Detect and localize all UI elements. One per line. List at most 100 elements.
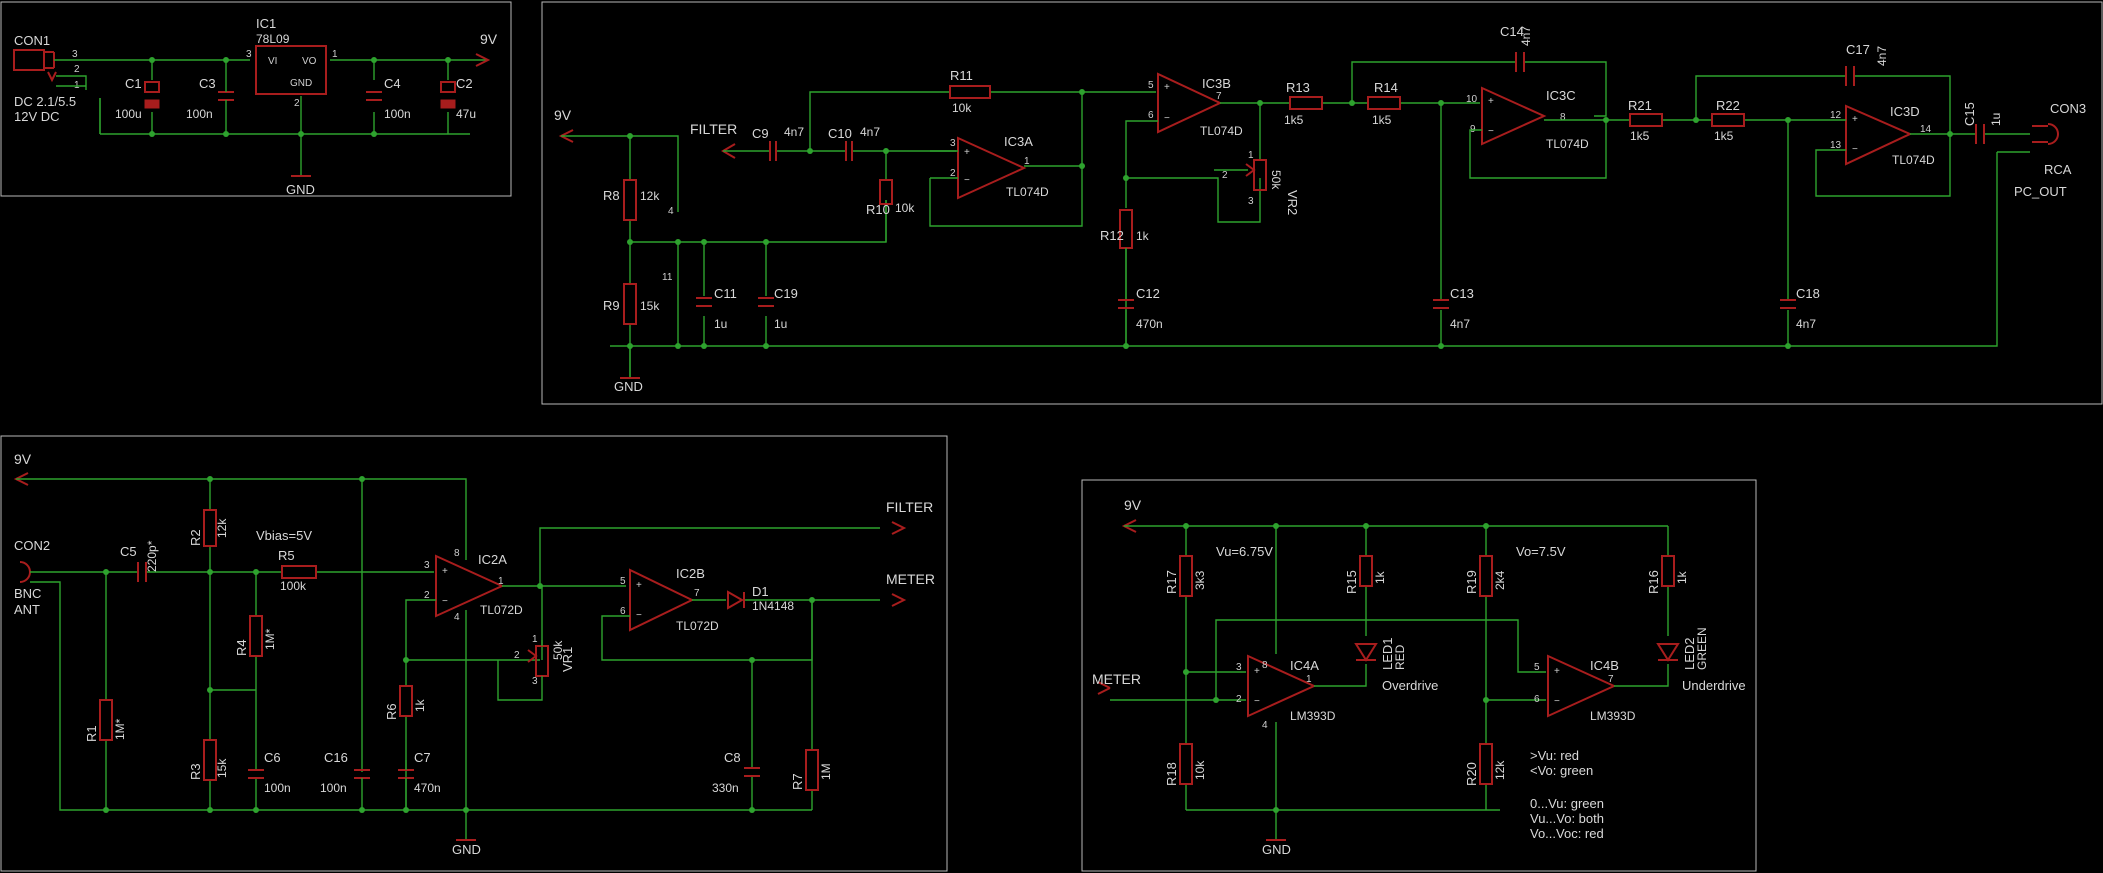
c11-value: 1u: [714, 317, 727, 331]
ic4a-value: LM393D: [1290, 709, 1336, 723]
c15-capacitor: [1975, 124, 1985, 144]
meter-frame: [1081, 479, 1757, 872]
r10-label: R10: [866, 202, 890, 217]
ic3b-pin5: 5: [1148, 80, 1154, 91]
r5-resistor: [281, 565, 317, 579]
c17-label: C17: [1846, 42, 1870, 57]
c12-value: 470n: [1136, 317, 1163, 331]
r20-value: 12k: [1493, 760, 1507, 780]
vbias-label: Vbias=5V: [256, 528, 312, 543]
power-9v-label: 9V: [480, 31, 498, 47]
r11-label: R11: [950, 68, 973, 83]
ic4b-label: IC4B: [1590, 658, 1619, 673]
vr1-pin1: 1: [532, 634, 538, 645]
ic4b-value: LM393D: [1590, 709, 1636, 723]
c15-label: C15: [1962, 102, 1977, 126]
r9-value: 15k: [640, 299, 660, 313]
c14-capacitor: [1515, 52, 1525, 72]
ic2a-pin2: 2: [424, 590, 430, 601]
svg-text:−: −: [636, 610, 642, 621]
r9-resistor: [623, 283, 637, 325]
vr1-pin3: 3: [532, 676, 538, 687]
note-1: >Vu: red: [1530, 748, 1579, 763]
r11-value: 10k: [952, 101, 972, 115]
r18-resistor: [1179, 743, 1193, 785]
ic1-label: IC1: [256, 16, 276, 31]
meter-section: 9V Vu=6.75V Vo=7.5V R17 3k3 R18 10k METE…: [1081, 479, 1757, 872]
con1-label: CON1: [14, 33, 50, 48]
c6-label: C6: [264, 750, 281, 765]
r12-value: 1k: [1136, 229, 1150, 243]
ic4a-label: IC4A: [1290, 658, 1319, 673]
ic1-vo: VO: [302, 56, 317, 67]
ic4b-pin6: 6: [1534, 694, 1540, 705]
r7-resistor: [805, 749, 819, 791]
ic2a-value: TL072D: [480, 603, 523, 617]
ic1-pin3: 3: [246, 49, 252, 60]
con1-pin3: 3: [72, 49, 78, 60]
vr1-pin2: 2: [514, 650, 520, 661]
con3-rca-label: RCA: [2044, 162, 2072, 177]
r20-label: R20: [1464, 762, 1479, 786]
input-filter-arrow: [891, 521, 907, 535]
r6-value: 1k: [413, 698, 427, 712]
c9-label: C9: [752, 126, 769, 141]
c12-label: C12: [1136, 286, 1160, 301]
r8-resistor: [623, 179, 637, 221]
c5-label: C5: [120, 544, 137, 559]
r14-label: R14: [1374, 80, 1398, 95]
ic1-regulator: [255, 45, 327, 95]
ic1-pin2: 2: [294, 98, 300, 109]
r7-value: 1M: [819, 763, 833, 780]
vr1-value: 50k: [551, 640, 565, 660]
svg-text:−: −: [442, 596, 448, 607]
svg-text:−: −: [1852, 144, 1858, 155]
c12-capacitor: [1118, 299, 1134, 309]
note-3: 0...Vu: green: [1530, 796, 1604, 811]
vu-label: Vu=6.75V: [1216, 544, 1273, 559]
c7-label: C7: [414, 750, 431, 765]
c17-capacitor: [1845, 66, 1855, 86]
con1-desc2: 12V DC: [14, 109, 60, 124]
r11-resistor: [949, 85, 991, 99]
filter-pin4: 4: [668, 206, 674, 217]
ic4b-pin5: 5: [1534, 662, 1540, 673]
led2-label: LED2: [1682, 637, 1697, 670]
svg-text:+: +: [1164, 82, 1170, 93]
led1-diode: [1354, 643, 1378, 662]
r2-label: R2: [188, 529, 203, 546]
con1-pin2: 2: [74, 64, 80, 75]
ic1-pin1: 1: [332, 49, 338, 60]
ic3a-pin1: 1: [1024, 156, 1030, 167]
ic3a-pin2: 2: [950, 168, 956, 179]
con1-jack: [13, 49, 57, 83]
c16-value: 100n: [320, 781, 347, 795]
vr2-label: VR2: [1285, 190, 1300, 215]
overdrive-label: Overdrive: [1382, 678, 1438, 693]
c13-capacitor: [1433, 299, 1449, 309]
c10-capacitor: [845, 141, 853, 161]
ic2b-pin7: 7: [694, 588, 700, 599]
r4-resistor: [249, 615, 263, 657]
r19-value: 2k4: [1493, 570, 1507, 590]
vr2-pin2: 2: [1222, 170, 1228, 181]
ic3d-pin13: 13: [1830, 140, 1842, 151]
vr2-value: 50k: [1269, 170, 1283, 190]
ic3b-opamp: [1157, 72, 1223, 134]
r10-value: 10k: [895, 201, 915, 215]
c13-label: C13: [1450, 286, 1474, 301]
c3-capacitor: [218, 80, 234, 112]
ic2b-label: IC2B: [676, 566, 705, 581]
filter-frame: [541, 1, 2103, 405]
c18-value: 4n7: [1796, 317, 1816, 331]
ic2b-pin6: 6: [620, 606, 626, 617]
r17-value: 3k3: [1193, 570, 1207, 590]
ic1-value: 78L09: [256, 32, 290, 46]
ic3c-pin8: 8: [1560, 112, 1566, 123]
ic4a-pin2: 2: [1236, 694, 1242, 705]
input-frame: [0, 435, 948, 872]
d1-label: D1: [752, 584, 769, 599]
r2-value: 12k: [215, 518, 229, 538]
r5-label: R5: [278, 548, 295, 563]
